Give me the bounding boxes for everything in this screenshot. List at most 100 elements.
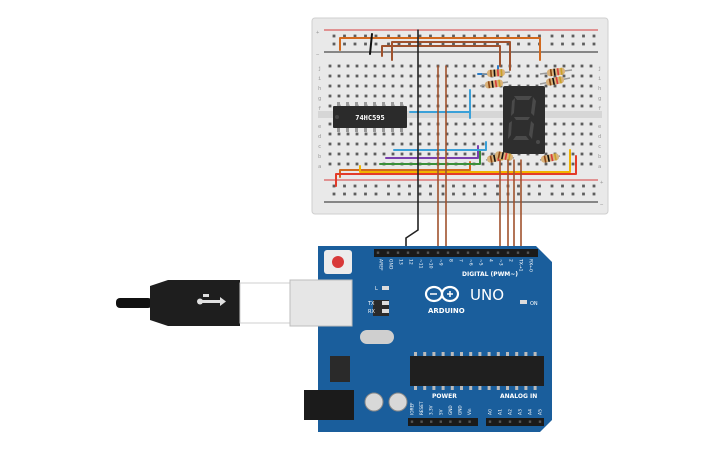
header-pin (528, 420, 532, 423)
breadboard-hole (499, 132, 503, 136)
breadboard-hole (355, 94, 359, 98)
resistor-band (498, 79, 501, 87)
breadboard-hole (562, 94, 566, 98)
rail-hole (571, 184, 575, 188)
breadboard-hole (400, 64, 404, 68)
analog-pin-label: A1 (498, 409, 504, 415)
rail-hole (387, 34, 390, 38)
row-letter: a (318, 164, 321, 170)
breadboard-hole (481, 94, 485, 98)
resistor (486, 69, 506, 77)
breadboard-hole (328, 122, 332, 126)
breadboard-hole (544, 152, 548, 156)
breadboard-hole (571, 142, 575, 146)
breadboard-hole (328, 142, 332, 146)
breadboard-hole (481, 132, 485, 136)
rail-hole (496, 34, 499, 38)
breadboard-hole (355, 152, 359, 156)
breadboard-hole (553, 104, 557, 108)
rail-hole (538, 34, 541, 38)
header-pin (516, 251, 520, 254)
mcu-pin (432, 386, 436, 390)
mcu-pin (460, 352, 463, 356)
breadboard-hole (364, 74, 368, 78)
rail-plus-label-top: + (316, 30, 320, 36)
chip-pin (364, 127, 367, 132)
breadboard-hole (454, 122, 458, 126)
breadboard-hole (337, 94, 341, 98)
breadboard-hole (571, 84, 575, 88)
breadboard-hole (571, 94, 575, 98)
rail-hole (408, 184, 411, 188)
digital-pin-label: 4 (488, 259, 494, 262)
breadboard-hole (589, 132, 593, 136)
mcu-pin (515, 352, 519, 356)
segment-b (531, 97, 536, 116)
breadboard-hole (382, 84, 386, 88)
power-pin-label: IOREF (410, 402, 415, 415)
breadboard-hole (454, 74, 458, 78)
breadboard-hole (445, 152, 449, 156)
power-pin-label: RESET (419, 401, 424, 415)
rail-hole (353, 42, 357, 46)
row-letter: e (598, 124, 601, 130)
breadboard-hole (364, 152, 368, 156)
rail-hole (408, 42, 411, 46)
rail-hole (374, 184, 378, 188)
breadboard-hole (481, 122, 485, 126)
breadboard-hole (490, 64, 494, 68)
breadboard-hole (481, 104, 485, 108)
bottom-header-pins (410, 420, 542, 423)
breadboard-hole (589, 152, 593, 156)
breadboard-hole (382, 64, 386, 68)
breadboard-hole (580, 104, 584, 108)
breadboard-hole (463, 142, 467, 146)
breadboard-hole (373, 94, 377, 98)
rail-hole (582, 184, 585, 188)
rail-hole (332, 192, 336, 196)
rail-hole (429, 42, 432, 46)
breadboard-hole (337, 84, 341, 88)
power-pin-label: GND (448, 405, 453, 415)
resistor-band (491, 80, 494, 88)
rail-hole (441, 42, 445, 46)
mcu-pin (441, 352, 445, 356)
resistor (546, 76, 564, 86)
rail-plus-label-bottom: + (600, 180, 604, 186)
power-pin-label: 3.3V (429, 405, 434, 415)
mcu-pin (423, 386, 427, 390)
breadboard-hole (409, 84, 413, 88)
breadboard-hole (589, 162, 593, 166)
breadboard-hole (472, 122, 476, 126)
breadboard-hole (472, 104, 476, 108)
breadboard-hole (535, 64, 539, 68)
row-letter: a (598, 164, 601, 170)
rail-hole (343, 192, 346, 196)
breadboard-hole (562, 152, 566, 156)
breadboard-hole (382, 142, 386, 146)
mcu-pin (450, 386, 454, 390)
breadboard-hole (382, 74, 386, 78)
digital-pin-label: ~10 (428, 259, 434, 269)
breadboard-hole (445, 94, 449, 98)
rail-hole (452, 34, 455, 38)
breadboard-hole (508, 162, 512, 166)
rail-hole (473, 34, 476, 38)
breadboard-hole (481, 74, 485, 78)
led-label-l: L (375, 286, 378, 292)
header-pin (498, 420, 502, 423)
breadboard-row-letters: j i h g f e d c b a j i h g f e d c b a (318, 66, 601, 170)
rail-hole (462, 184, 466, 188)
segment-d (513, 136, 529, 140)
wire-green (379, 149, 481, 165)
breadboard-hole (391, 94, 395, 98)
chip-pin (355, 102, 358, 107)
breadboard-hole (571, 162, 575, 166)
reset-button-cap[interactable] (332, 256, 344, 268)
rail-hole (397, 184, 401, 188)
breadboard-hole (553, 142, 557, 146)
header-pin (476, 251, 480, 254)
breadboard-hole (481, 142, 485, 146)
breadboard-hole (544, 122, 548, 126)
wire-gnd-black (405, 29, 419, 253)
